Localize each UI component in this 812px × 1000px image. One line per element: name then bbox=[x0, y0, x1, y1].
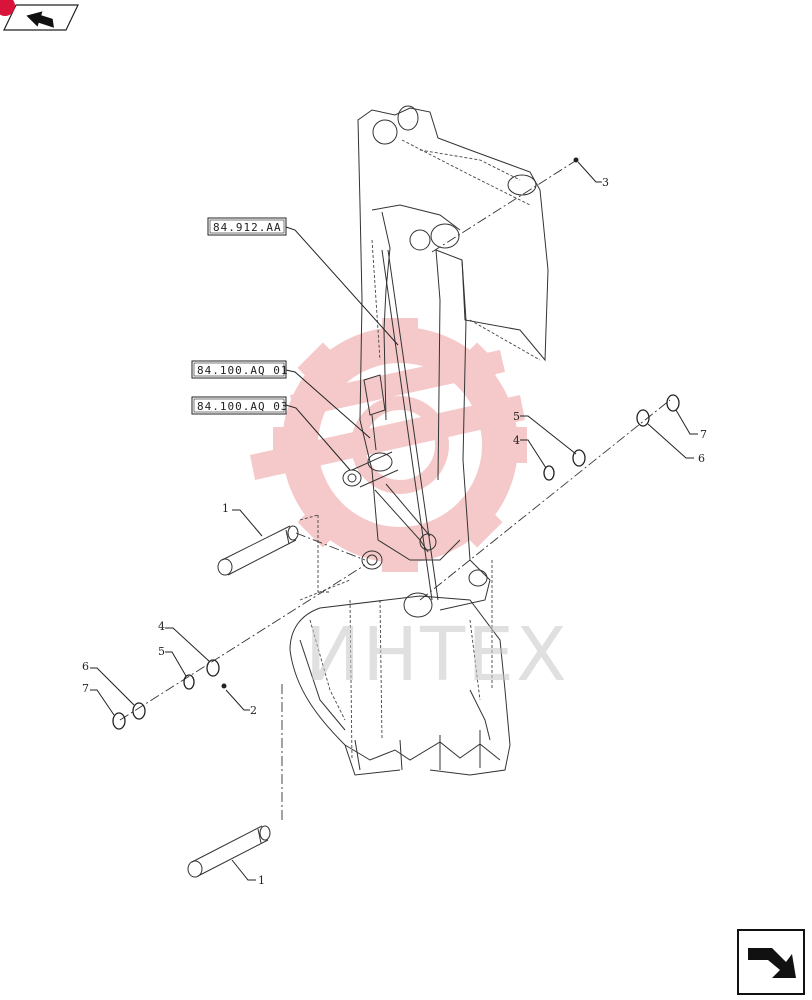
leader-4-right bbox=[520, 439, 547, 469]
pin-head-3 bbox=[573, 157, 579, 163]
leader-2 bbox=[225, 689, 250, 711]
callout-6-left: 6 bbox=[82, 660, 89, 673]
leader-84-100-aq-03 bbox=[285, 404, 351, 471]
callout-1-lower: 1 bbox=[258, 874, 265, 887]
ring-7-left bbox=[112, 712, 126, 730]
axis-left bbox=[119, 564, 366, 721]
pin-upper bbox=[217, 525, 299, 576]
axis-upper bbox=[431, 157, 581, 253]
callout-7-left: 7 bbox=[82, 682, 89, 695]
leader-5-right bbox=[520, 415, 577, 455]
ring-5-left bbox=[183, 674, 195, 690]
callout-5-right: 5 bbox=[513, 410, 520, 423]
axis-pin bbox=[295, 532, 366, 561]
ring-6-right bbox=[636, 409, 650, 427]
leader-7-right bbox=[675, 409, 698, 435]
callout-2: 2 bbox=[250, 704, 257, 717]
pin-head-2 bbox=[221, 683, 227, 689]
ring-6-left bbox=[132, 702, 146, 720]
bucket bbox=[289, 595, 511, 776]
callout-5-left: 5 bbox=[158, 645, 165, 658]
leader-4-left bbox=[165, 627, 211, 663]
forward-arrow-icon[interactable] bbox=[737, 929, 805, 995]
axis-right bbox=[419, 399, 671, 601]
leader-84-100-aq-01 bbox=[285, 369, 371, 439]
svg-text:84.100.AQ 03: 84.100.AQ 03 bbox=[197, 400, 288, 413]
svg-text:84.912.AA: 84.912.AA bbox=[213, 221, 282, 234]
ring-5-right bbox=[572, 449, 586, 467]
callout-6-right: 6 bbox=[698, 452, 705, 465]
dipper-arm bbox=[299, 105, 549, 761]
leader-3 bbox=[577, 161, 602, 183]
ref-box-84-100-aq-03[interactable]: 84.100.AQ 03 bbox=[191, 396, 288, 415]
callout-7-right: 7 bbox=[700, 428, 707, 441]
callout-1-upper: 1 bbox=[222, 502, 229, 515]
ring-4-right bbox=[543, 465, 555, 481]
ref-box-84-912-aa[interactable]: 84.912.AA bbox=[207, 217, 287, 236]
ring-4-left bbox=[206, 659, 220, 677]
ref-box-84-100-aq-01[interactable]: 84.100.AQ 01 bbox=[191, 360, 288, 379]
leader-84-912-aa bbox=[285, 226, 399, 346]
callout-4-right: 4 bbox=[513, 434, 520, 447]
callout-4-left: 4 bbox=[158, 620, 165, 633]
leader-1-upper bbox=[232, 509, 263, 537]
svg-text:84.100.AQ 01: 84.100.AQ 01 bbox=[197, 364, 288, 377]
watermark-text: ИНТЕХ bbox=[305, 612, 569, 698]
pin-lower bbox=[187, 825, 271, 878]
leader-7-left bbox=[90, 689, 115, 716]
leader-1-lower bbox=[231, 859, 256, 881]
leader-6-right bbox=[647, 423, 694, 459]
back-arrow-icon[interactable] bbox=[0, 0, 79, 32]
watermark-gear bbox=[250, 318, 527, 572]
leader-6-left bbox=[90, 667, 135, 706]
ring-7-right bbox=[666, 394, 680, 412]
leader-5-left bbox=[165, 651, 187, 677]
callout-3: 3 bbox=[602, 176, 609, 189]
